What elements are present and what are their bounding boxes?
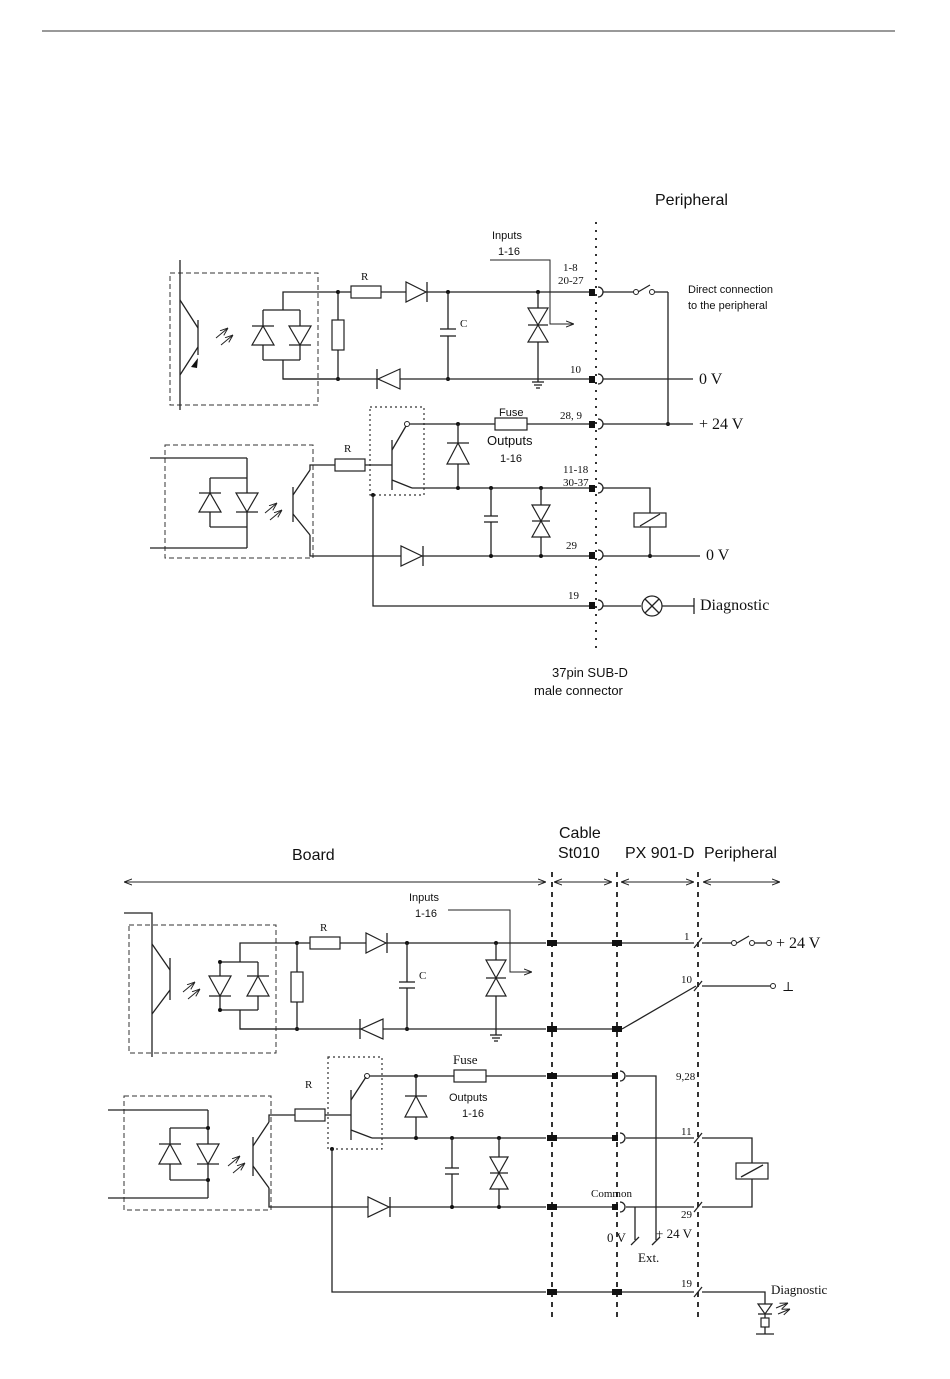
pin-label-outputs-2: 30-37 xyxy=(563,477,589,489)
pin-label-11: 11 xyxy=(681,1126,692,1138)
pin-label-diagnostic: 19 xyxy=(568,590,580,602)
ext-label: Ext. xyxy=(638,1250,659,1265)
input-series-diode-b xyxy=(365,932,388,954)
input-resistor-label: R xyxy=(361,271,369,283)
output-tvs-diode xyxy=(530,504,552,523)
inputs-range-label: 1-16 xyxy=(498,246,520,258)
outputs-label-b: Outputs xyxy=(449,1092,488,1104)
ground-symbol: ⊥ xyxy=(782,979,794,994)
outputs-range-label-b: 1-16 xyxy=(462,1108,484,1120)
output-tvs-diode-b xyxy=(488,1156,510,1175)
top-peripheral-label: Peripheral xyxy=(655,192,728,209)
input-resistor-r xyxy=(350,285,382,299)
output-return-diode-b xyxy=(367,1196,391,1218)
pin-label-19: 19 xyxy=(681,1278,693,1290)
outputs-range-label: 1-16 xyxy=(500,453,522,465)
px-module-label: PX 901-D xyxy=(625,845,694,862)
input-shunt-resistor-b xyxy=(290,971,304,1003)
pin-label-1: 1 xyxy=(684,931,690,943)
inputs-label: Inputs xyxy=(492,230,522,242)
top-0v-rail-label: 0 V xyxy=(699,371,723,388)
top-24v-rail-label: + 24 V xyxy=(699,416,744,433)
board-label: Board xyxy=(292,847,335,864)
common-label: Common xyxy=(591,1188,632,1200)
input-optocoupler-b xyxy=(124,912,297,1057)
inputs-range-label-b: 1-16 xyxy=(415,908,437,920)
connector-label: 37pin SUB-D xyxy=(552,665,628,680)
input-optocoupler xyxy=(169,260,338,410)
pin-label-928: 9,28 xyxy=(676,1071,696,1083)
input-tvs-diode-b xyxy=(484,959,508,980)
connector-label-2: male connector xyxy=(534,683,624,698)
inputs-label-b: Inputs xyxy=(409,892,439,904)
pin-label-0v: 10 xyxy=(570,364,582,376)
output-fuse xyxy=(494,417,528,431)
pin-label-inputs-1: 1-8 xyxy=(563,262,578,274)
pin-label-10: 10 xyxy=(681,974,693,986)
input-return-diode xyxy=(376,368,401,390)
outputs-label: Outputs xyxy=(487,433,533,448)
pin-label-0v-out: 29 xyxy=(566,540,578,552)
output-return-diode xyxy=(400,545,424,567)
output-freewheel-diode-b xyxy=(404,1094,428,1118)
diagram-top: R C Inputs 1-16 1-8 20-27 10 xyxy=(150,192,773,698)
input-tvs-diode xyxy=(526,307,550,327)
input-series-diode xyxy=(405,281,428,303)
input-shunt-resistor xyxy=(331,319,345,351)
pin-label-inputs-2: 20-27 xyxy=(558,275,584,287)
ext-24v-label: + 24 V xyxy=(656,1226,693,1241)
diagram-bottom: Board Cable St010 PX 901-D Peripheral xyxy=(108,825,828,1335)
output-transistor-box xyxy=(369,406,425,496)
pin-label-29: 29 xyxy=(681,1209,693,1221)
direct-connection-label-2: to the peripheral xyxy=(688,300,768,312)
output-resistor-label: R xyxy=(344,443,352,455)
bottom-peripheral-label: Peripheral xyxy=(704,845,777,862)
fuse-label-b: Fuse xyxy=(453,1052,478,1067)
ext-0v-label: 0 V xyxy=(607,1230,627,1245)
pin-label-24v: 28, 9 xyxy=(560,410,583,422)
output-fuse-b xyxy=(453,1069,487,1083)
output-optocoupler xyxy=(150,444,590,559)
output-resistor-label-b: R xyxy=(305,1079,313,1091)
output-freewheel-diode xyxy=(446,441,470,465)
input-resistor-label-b: R xyxy=(320,922,328,934)
pin-label-outputs-1: 11-18 xyxy=(563,464,589,476)
input-resistor-r-b xyxy=(309,936,341,950)
output-resistor-r-b xyxy=(294,1108,326,1122)
top-diagnostic-label: Diagnostic xyxy=(700,597,769,614)
output-resistor-r xyxy=(334,458,366,472)
input-return-diode-b xyxy=(359,1018,384,1040)
top-0v-out-label: 0 V xyxy=(706,547,730,564)
diagnostic-led xyxy=(756,1303,774,1316)
output-transistor-box-b xyxy=(327,1056,383,1150)
bottom-diagnostic-label: Diagnostic xyxy=(771,1282,828,1297)
bottom-24v-label: + 24 V xyxy=(776,935,821,952)
fuse-label: Fuse xyxy=(499,407,523,419)
cable-label: Cable xyxy=(559,825,601,842)
cable-model-label: St010 xyxy=(558,845,600,862)
input-capacitor-label: C xyxy=(460,318,467,330)
direct-connection-label: Direct connection xyxy=(688,284,773,296)
input-capacitor-label-b: C xyxy=(419,970,426,982)
